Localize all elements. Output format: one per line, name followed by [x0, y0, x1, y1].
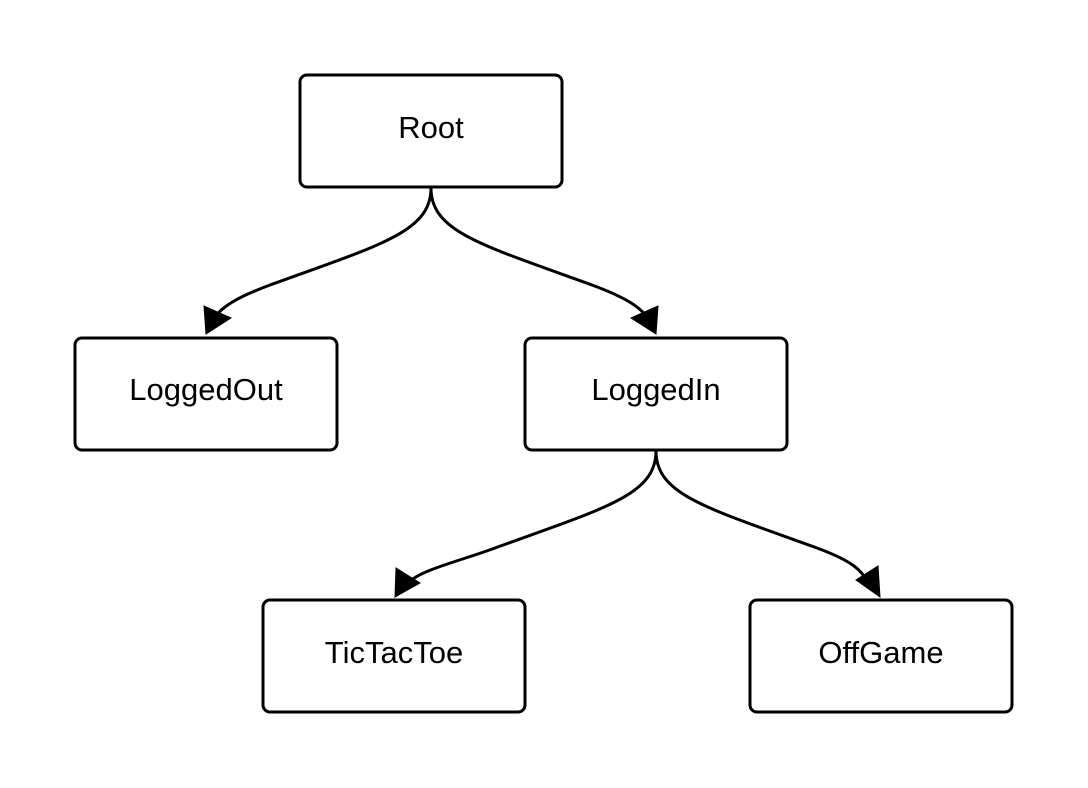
edge-loggedin-to-offgame	[654, 450, 881, 599]
node-offgame[interactable]: OffGame	[748, 598, 1014, 714]
node-loggedout-label: LoggedOut	[129, 372, 283, 407]
edge-root-to-loggedout	[203, 187, 433, 335]
node-loggedin-label: LoggedIn	[591, 372, 720, 407]
edges	[203, 187, 881, 599]
node-offgame-label: OffGame	[818, 635, 943, 670]
node-tictactoe[interactable]: TicTacToe	[261, 598, 527, 714]
node-tictactoe-label: TicTacToe	[325, 635, 463, 670]
node-loggedin[interactable]: LoggedIn	[523, 336, 789, 452]
node-loggedout[interactable]: LoggedOut	[73, 336, 339, 452]
edge-root-to-loggedin	[429, 187, 659, 335]
edge-loggedin-to-tictactoe	[394, 450, 658, 598]
node-root-label: Root	[398, 110, 464, 145]
node-root[interactable]: Root	[298, 73, 564, 189]
